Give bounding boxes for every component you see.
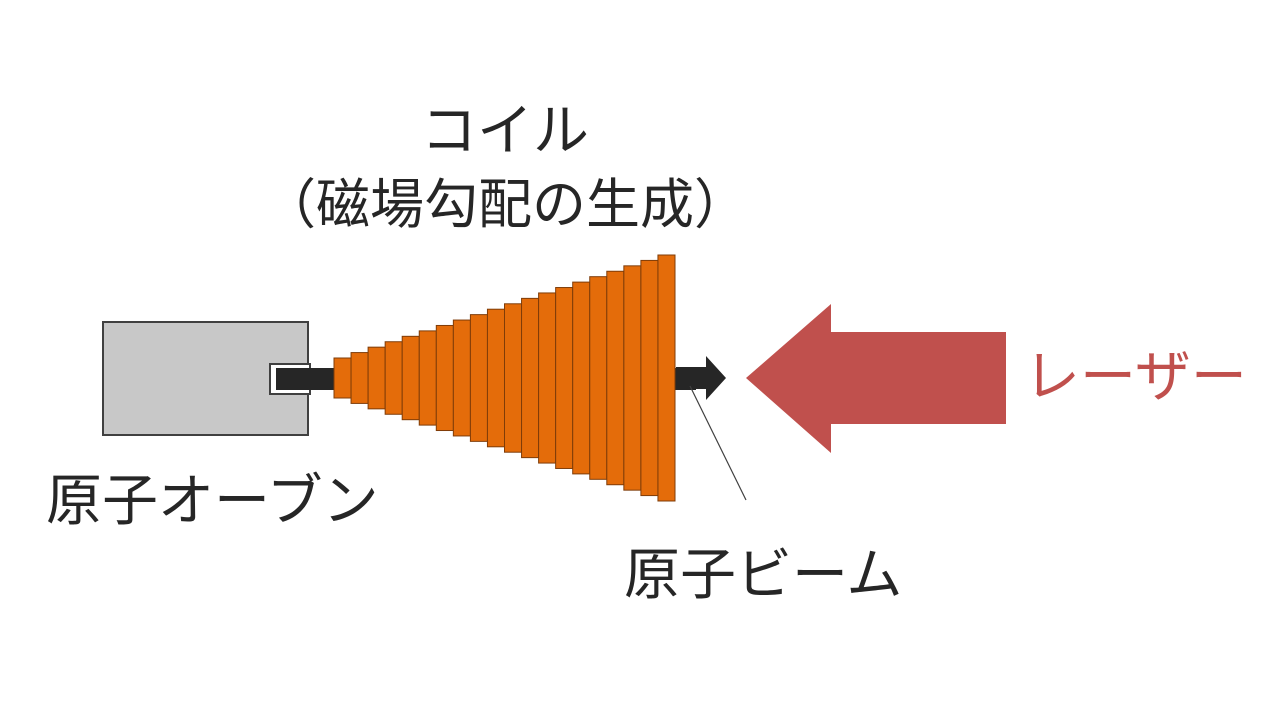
coil-segment	[538, 292, 557, 464]
coil-segment	[504, 303, 523, 453]
coil-sublabel: （磁場勾配の生成）	[262, 173, 748, 236]
beam-leader-line	[689, 385, 747, 501]
coil-segment	[623, 265, 642, 491]
coil-segment	[469, 314, 488, 442]
atom-beam-label: 原子ビーム	[624, 543, 903, 608]
atom-beam-arrow-head	[676, 356, 726, 400]
coil-segment	[589, 276, 608, 480]
coil-segment	[555, 287, 574, 469]
coil-label: コイル	[421, 99, 589, 164]
coil-segment	[333, 357, 352, 399]
coil-segment	[572, 281, 591, 475]
coil-segment	[418, 330, 437, 426]
coil-segment	[486, 308, 506, 448]
coil-segment	[350, 352, 369, 404]
coil-segment	[521, 297, 540, 459]
coil-segment	[384, 341, 403, 415]
laser-label: レーザー	[1024, 345, 1247, 410]
laser-arrow	[746, 304, 1006, 453]
atom-oven-label: 原子オーブン	[46, 469, 379, 534]
coil-segment	[640, 259, 659, 497]
coil-segment	[657, 254, 676, 502]
coil-segment	[367, 346, 386, 410]
coil-segment	[606, 270, 625, 486]
coil-segment	[401, 335, 420, 421]
coil-segment	[452, 319, 471, 437]
coil-segment	[435, 324, 454, 432]
coil-assembly	[333, 254, 676, 502]
